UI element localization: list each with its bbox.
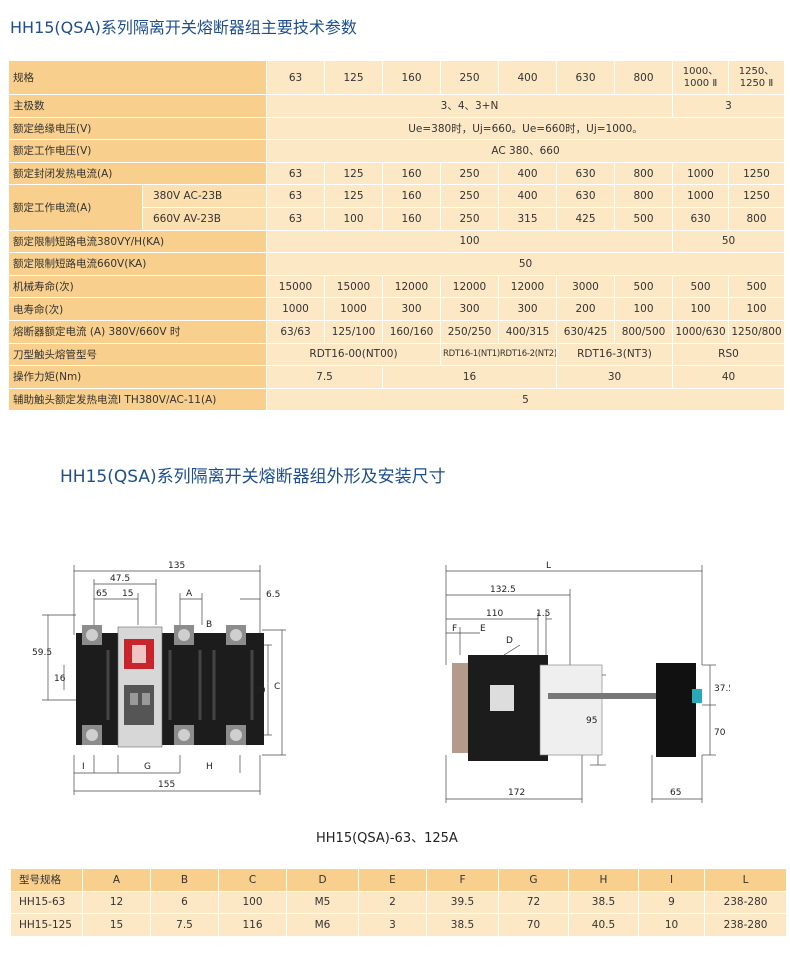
dim-d: D bbox=[506, 636, 513, 646]
spec-title: HH15(QSA)系列隔离开关熔断器组主要技术参数 bbox=[10, 18, 357, 37]
hdr-1000-line2: 1000 Ⅱ bbox=[683, 77, 718, 89]
dim-c: C bbox=[274, 682, 280, 692]
dim-65-side: 65 bbox=[670, 788, 681, 798]
spec-row-torque: 操作力矩(Nm) 7.5 16 30 40 bbox=[8, 365, 785, 389]
spec-row-mechanical-life: 机械寿命(次) 15000 15000 12000 12000 12000 30… bbox=[8, 274, 785, 299]
dim-h: H bbox=[206, 762, 213, 772]
spec-row-thermal-current: 额定封闭发热电流(A) 63 125 160 250 400 630 800 1… bbox=[8, 161, 785, 186]
dim-l: L bbox=[546, 561, 551, 571]
dim-f: F bbox=[452, 624, 457, 634]
dim-16: 16 bbox=[54, 674, 66, 684]
dim-header-row: 型号规格 A B C D E F G H I L bbox=[10, 868, 787, 892]
dim-6-5: 6.5 bbox=[266, 590, 280, 600]
spec-row-insulation: 额定绝缘电压(V) Ue=380时，Uj=660。Ue=660时，Uj=1000… bbox=[8, 116, 785, 141]
hdr-1250-line1: 1250、 bbox=[738, 65, 775, 77]
dim-70: 70 bbox=[714, 728, 726, 738]
dims-title: HH15(QSA)系列隔离开关熔断器组外形及安装尺寸 bbox=[60, 467, 446, 487]
dim-59-5: 59.5 bbox=[32, 648, 52, 658]
dim-i: I bbox=[82, 762, 85, 772]
dim-172: 172 bbox=[508, 788, 525, 798]
dim-15: 15 bbox=[122, 589, 133, 599]
drawing-caption: HH15(QSA)-63、125A bbox=[316, 831, 458, 846]
dim-g: G bbox=[144, 762, 151, 772]
dim-132-5: 132.5 bbox=[490, 585, 516, 595]
dim-135: 135 bbox=[168, 561, 185, 571]
dim-e: E bbox=[480, 624, 486, 634]
spec-table: 规格 63 125 160 250 400 630 800 1000、1000 … bbox=[8, 60, 785, 412]
spec-row-fuse-current: 熔断器额定电流 (A) 380V/660V 时 63/63 125/100 16… bbox=[8, 319, 785, 344]
dim-47-5: 47.5 bbox=[110, 574, 130, 584]
spec-row-working-voltage: 额定工作电压(V) AC 380、660 bbox=[8, 139, 785, 163]
dim-1-5: 1.5 bbox=[536, 609, 550, 619]
spec-row-header: 规格 63 125 160 250 400 630 800 1000、1000 … bbox=[8, 60, 785, 95]
dim-95: 95 bbox=[586, 716, 597, 726]
dimension-table: 型号规格 A B C D E F G H I L HH15-63 12 6 10… bbox=[10, 868, 787, 937]
spec-row-short-circuit-660: 额定限制短路电流660V(KA) 50 bbox=[8, 252, 785, 276]
spec-row-working-current-380: 额定工作电流(A) 380V AC-23B 63 125 160 250 400… bbox=[8, 184, 785, 231]
dim-90: 90 bbox=[254, 686, 266, 696]
front-view-drawing: 135 47.5 65 15 A B 6.5 59.5 16 90 C I G … bbox=[32, 561, 286, 795]
dim-37-5: 37.5 bbox=[714, 684, 730, 694]
spec-row-working-current-660: 660V AV-23B 63 100 160 250 315 425 500 6… bbox=[9, 206, 785, 231]
spec-row-electrical-life: 电寿命(次) 1000 1000 300 300 300 200 100 100… bbox=[8, 297, 785, 321]
hdr-1250-line2: 1250 Ⅱ bbox=[739, 77, 774, 89]
spec-row-aux-contact: 辅助触头额定发热电流I TH380V/AC-11(A) 5 bbox=[8, 387, 785, 412]
hdr-1000-line1: 1000、 bbox=[682, 65, 719, 77]
spec-row-poles: 主极数 3、4、3+N 3 bbox=[8, 94, 785, 118]
table-row: HH15-63 12 6 100 M5 2 39.5 72 38.5 9 238… bbox=[10, 890, 787, 915]
spec-row-blade-fuse-type: 刀型触头熔管型号 RDT16-00(NT00) RDT16-1(NT1)RDT1… bbox=[8, 342, 785, 367]
dim-65: 65 bbox=[96, 589, 107, 599]
dim-110: 110 bbox=[486, 609, 503, 619]
side-view-drawing: L 132.5 110 1.5 F E D 95 37.5 70 172 65 bbox=[445, 561, 730, 803]
spec-row-short-circuit-380: 额定限制短路电流380VY/H(KA) 100 50 bbox=[8, 229, 785, 254]
dim-155: 155 bbox=[158, 780, 175, 790]
dim-b: B bbox=[206, 620, 212, 630]
table-row: HH15-125 15 7.5 116 M6 3 38.5 70 40.5 10… bbox=[10, 913, 787, 937]
dim-a: A bbox=[186, 589, 193, 599]
